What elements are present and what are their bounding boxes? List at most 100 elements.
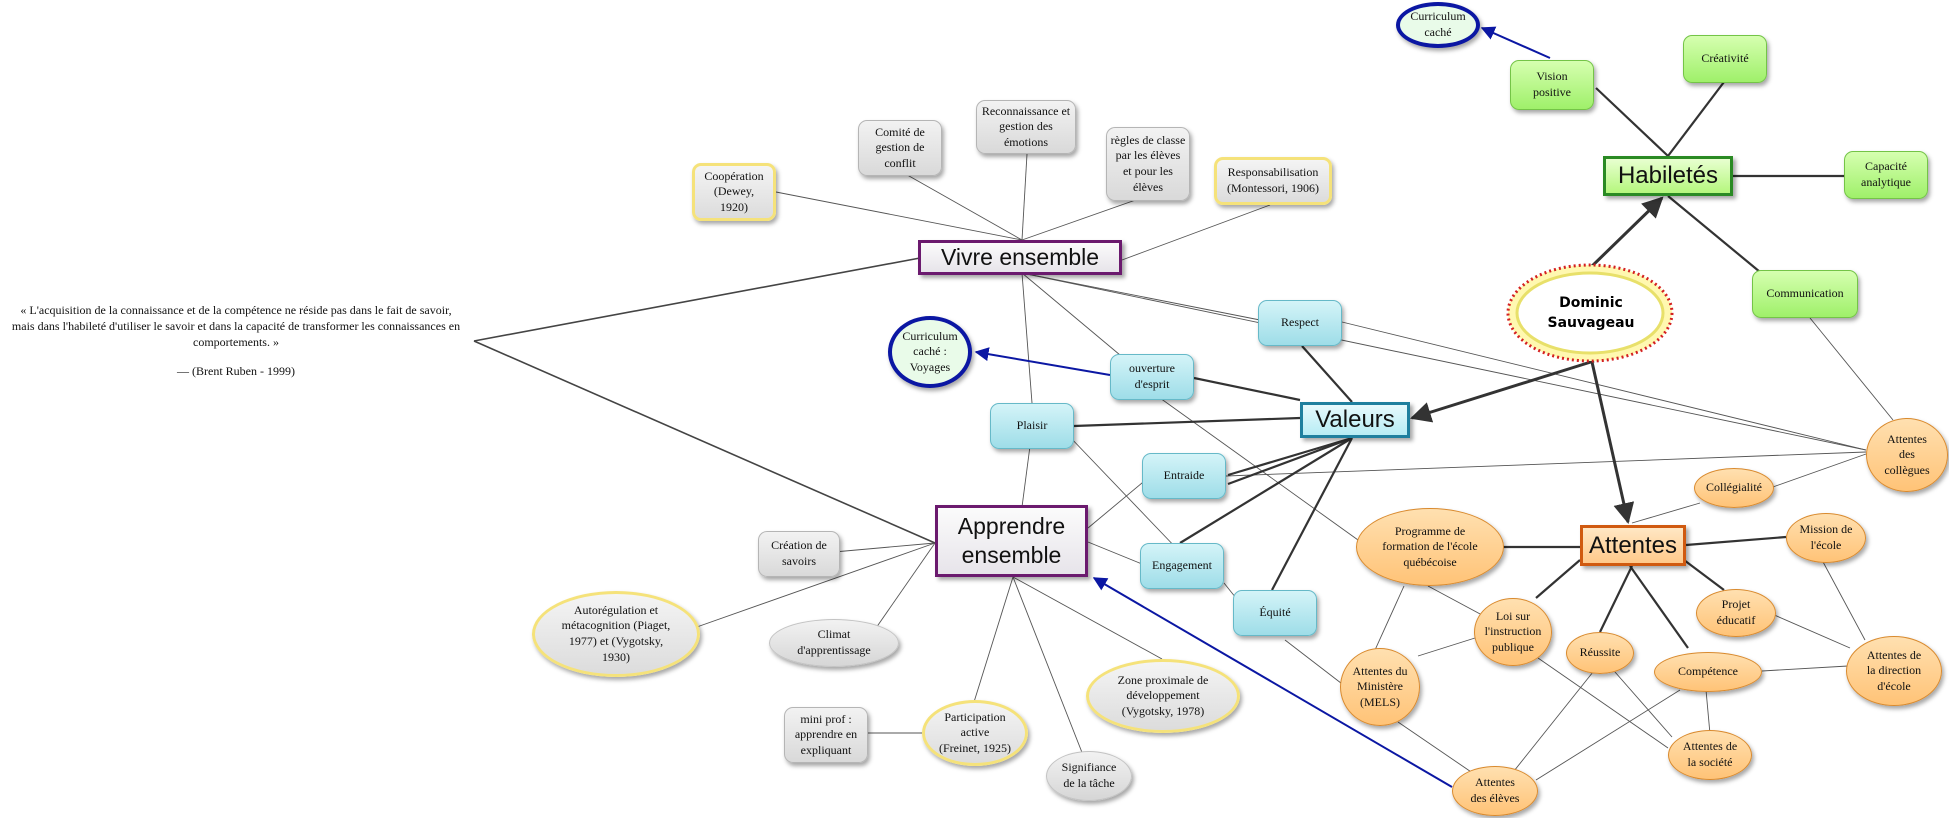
edge-attentes-projet	[1683, 559, 1725, 591]
thick-connectors	[1073, 81, 1844, 649]
edge-plaisir-apprendre	[1021, 445, 1031, 508]
edge-vivre-regles	[1021, 196, 1145, 241]
arrow-ouverture-curriculum	[974, 347, 1111, 376]
edge-entraide-collegues	[1225, 451, 1867, 477]
edge-reussite-societe	[1614, 671, 1673, 738]
node-communication[interactable]: Communication	[1752, 270, 1858, 318]
edge-apprendre-engagement	[1087, 541, 1143, 565]
node-reconnaissance-emotions[interactable]: Reconnaissance et gestion des émotions	[976, 100, 1076, 154]
node-ouverture-esprit[interactable]: ouverture d'esprit	[1110, 354, 1194, 400]
node-attentes-collegues[interactable]: Attentes des collègues	[1866, 418, 1948, 492]
node-responsabilisation[interactable]: Responsabilisation (Montessori, 1906)	[1214, 157, 1332, 205]
edge-quote-vivre	[473, 257, 921, 342]
quote-text: « L'acquisition de la connaissance et de…	[11, 303, 461, 350]
node-participation-active[interactable]: Participation active (Freinet, 1925)	[922, 700, 1028, 766]
edge-apprendre-autoregulation	[693, 542, 936, 629]
node-competence[interactable]: Compétence	[1654, 652, 1762, 692]
edge-competence-eleves	[1535, 689, 1681, 781]
edge-valeurs-entraide	[1227, 436, 1353, 477]
node-comite-conflit[interactable]: Comité de gestion de conflit	[858, 120, 942, 176]
edge-vivre-collegues	[1021, 272, 1867, 451]
quote-connectors	[473, 257, 936, 544]
central-name-line1: Dominic	[1559, 295, 1623, 311]
edge-habiletes-communication	[1667, 195, 1761, 273]
node-projet-educatif[interactable]: Projet éducatif	[1696, 589, 1776, 637]
edge-mission-direction	[1821, 559, 1866, 641]
edge-apprendre-zone	[1012, 576, 1163, 660]
node-loi-instruction[interactable]: Loi sur l'instruction publique	[1474, 598, 1552, 666]
edge-equite-ministere	[1284, 639, 1351, 691]
edge-vivre-plaisir	[1021, 272, 1033, 404]
cloud-inner	[1515, 271, 1665, 355]
edge-vivre-cooperation	[775, 191, 1023, 241]
node-attentes-direction[interactable]: Attentes de la direction d'école	[1846, 636, 1942, 706]
topic-valeurs[interactable]: Valeurs	[1300, 402, 1410, 438]
edge-collegialite-collegues	[1769, 453, 1867, 489]
node-engagement[interactable]: Engagement	[1140, 543, 1224, 589]
node-attentes-societe[interactable]: Attentes de la société	[1668, 730, 1752, 780]
edge-valeurs-equite	[1271, 437, 1353, 591]
topic-habiletes[interactable]: Habiletés	[1603, 156, 1733, 196]
edge-apprendre-creation	[833, 542, 936, 553]
topic-vivre-ensemble[interactable]: Vivre ensemble	[918, 240, 1122, 275]
central-name-line2: Sauvageau	[1547, 315, 1635, 332]
edge-attentes-mission	[1685, 535, 1787, 547]
arrow-eleves-apprendre	[1092, 577, 1453, 788]
node-equite[interactable]: Équité	[1233, 590, 1317, 636]
node-attentes-eleves[interactable]: Attentes des élèves	[1452, 766, 1538, 816]
node-entraide[interactable]: Entraide	[1142, 453, 1226, 499]
edge-loi-societe	[1537, 657, 1669, 749]
node-creativite[interactable]: Créativité	[1683, 35, 1767, 83]
edge-ministere-loi	[1417, 637, 1476, 657]
central-node-label: Dominic Sauvageau	[1526, 293, 1656, 334]
node-zone-proximale[interactable]: Zone proximale de développement (Vygotsk…	[1086, 659, 1240, 733]
edge-competence-societe	[1705, 689, 1711, 735]
edge-vivre-comite	[901, 171, 1023, 241]
quote-block: « L'acquisition de la connaissance et de…	[8, 302, 464, 379]
arrow-vision-curriculum	[1480, 26, 1551, 59]
node-cooperation[interactable]: Coopération (Dewey, 1920)	[692, 163, 776, 221]
central-cloud	[1506, 263, 1674, 363]
node-climat-apprentissage[interactable]: Climat d'apprentissage	[769, 619, 899, 667]
node-vision-positive[interactable]: Vision positive	[1510, 60, 1594, 110]
edge-vivre-reconnaissance	[1021, 153, 1028, 241]
edge-apprendre-participation	[973, 576, 1014, 703]
node-regles-classe[interactable]: règles de classe par les élèves et pour …	[1106, 127, 1190, 201]
node-signifiance-tache[interactable]: Signifiance de la tâche	[1046, 751, 1132, 801]
edge-valeurs-entraide2	[1227, 436, 1353, 486]
edge-quote-apprendre	[473, 340, 936, 544]
edge-attentes-reussite	[1599, 565, 1633, 633]
node-autoregulation[interactable]: Autorégulation et métacognition (Piaget,…	[532, 591, 700, 677]
edge-competence-direction	[1761, 665, 1849, 672]
node-plaisir[interactable]: Plaisir	[990, 403, 1074, 449]
node-programme-formation[interactable]: Programme de formation de l'école québéc…	[1356, 508, 1504, 586]
node-collegialite[interactable]: Collégialité	[1694, 468, 1774, 508]
edge-vivre-responsabilisation	[1121, 204, 1271, 261]
node-curriculum-cache[interactable]: Curriculum caché	[1396, 2, 1480, 48]
edge-apprendre-entraide	[1087, 477, 1149, 529]
arrow-dominic-habiletes	[1586, 196, 1664, 272]
quote-author: — (Brent Ruben - 1999)	[177, 363, 295, 378]
topic-apprendre-ensemble[interactable]: Apprendre ensemble	[935, 505, 1088, 577]
node-mission-ecole[interactable]: Mission de l'école	[1786, 513, 1866, 563]
arrows	[974, 26, 1664, 788]
node-creation-savoirs[interactable]: Création de savoirs	[758, 531, 840, 577]
edge-plaisir-engagement	[1067, 434, 1181, 553]
node-attentes-ministere[interactable]: Attentes du Ministère (MELS)	[1340, 648, 1420, 726]
node-respect[interactable]: Respect	[1258, 300, 1342, 346]
edge-attentes-loi	[1535, 559, 1581, 599]
edge-attentes-competence	[1629, 565, 1689, 649]
node-curriculum-voyages[interactable]: Curriculum caché : Voyages	[888, 316, 972, 388]
edge-vivre-ouverture	[1021, 272, 1121, 356]
edge-apprendre-climat	[875, 542, 936, 629]
topic-attentes[interactable]: Attentes	[1580, 525, 1686, 566]
edge-vivre-respect	[1021, 272, 1261, 321]
edge-apprendre-signifiance	[1012, 576, 1084, 756]
edge-habiletes-vision	[1595, 87, 1669, 157]
node-capacite-analytique[interactable]: Capacité analytique	[1844, 151, 1928, 199]
edge-valeurs-ouverture	[1193, 376, 1301, 402]
node-mini-prof[interactable]: mini prof : apprendre en expliquant	[784, 707, 868, 763]
node-reussite[interactable]: Réussite	[1566, 632, 1634, 674]
arrow-dominic-attentes	[1590, 361, 1635, 525]
edge-valeurs-respect	[1301, 345, 1353, 403]
